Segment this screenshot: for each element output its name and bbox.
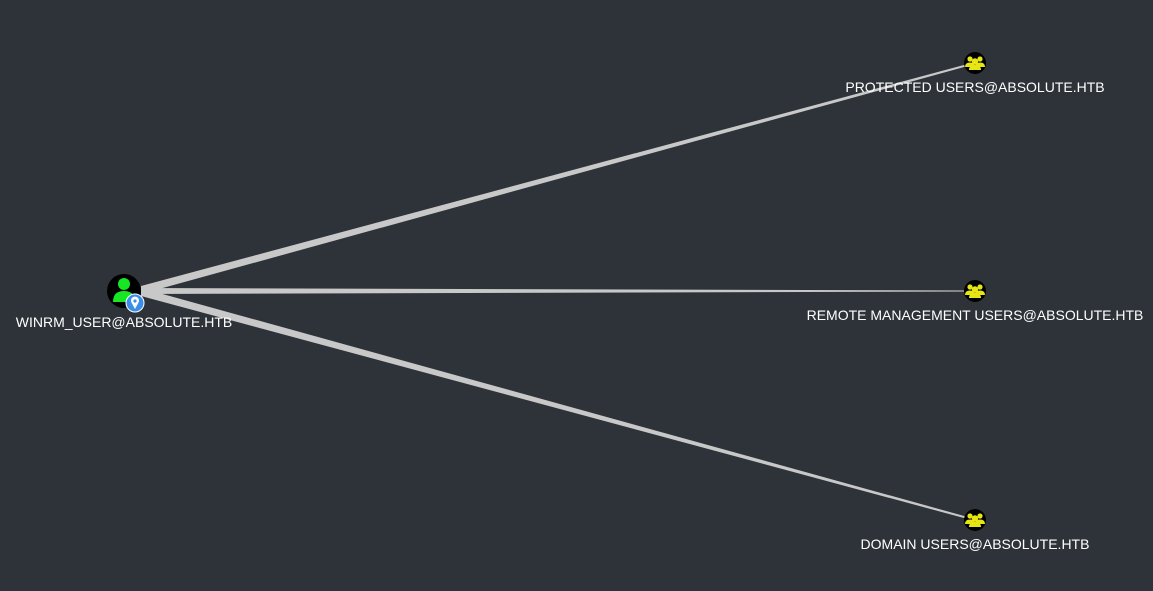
node-label-winrm-user: WINRM_USER@ABSOLUTE.HTB — [16, 314, 232, 330]
group-icon — [965, 513, 985, 527]
node-label-remote-management-users: REMOTE MANAGEMENT USERS@ABSOLUTE.HTB — [807, 307, 1144, 323]
edges — [141, 62, 975, 521]
group-icon — [965, 56, 985, 70]
edge-to-domain-users[interactable] — [141, 288, 975, 521]
edge-to-remote-management-users[interactable] — [141, 288, 975, 294]
node-domain-users[interactable]: DOMAIN USERS@ABSOLUTE.HTB — [861, 509, 1090, 552]
node-label-protected-users: PROTECTED USERS@ABSOLUTE.HTB — [845, 79, 1104, 95]
node-protected-users[interactable]: PROTECTED USERS@ABSOLUTE.HTB — [845, 52, 1105, 95]
node-label-domain-users: DOMAIN USERS@ABSOLUTE.HTB — [861, 536, 1090, 552]
edge-to-protected-users[interactable] — [141, 62, 975, 294]
map-marker-icon — [125, 293, 145, 313]
group-icon — [965, 284, 985, 298]
node-remote-management-users[interactable]: REMOTE MANAGEMENT USERS@ABSOLUTE.HTB — [807, 280, 1144, 323]
node-winrm-user[interactable]: WINRM_USER@ABSOLUTE.HTB — [16, 274, 232, 330]
